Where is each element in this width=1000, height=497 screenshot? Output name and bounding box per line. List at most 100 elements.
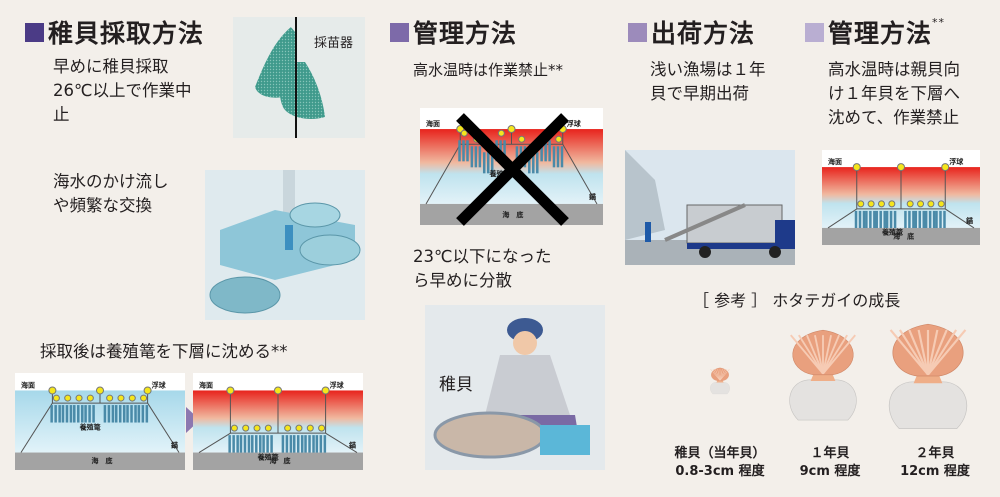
mesh-bag-icon [255, 17, 325, 138]
cage-icon [228, 435, 231, 453]
float-icon [941, 163, 950, 172]
rib [798, 334, 824, 375]
cage-icon [122, 405, 126, 423]
float-icon [52, 394, 60, 402]
hinge [913, 374, 943, 384]
hinge [810, 373, 836, 382]
cage-icon [54, 405, 57, 423]
cage-icon [50, 405, 53, 423]
cage-icon [462, 140, 465, 162]
cage-icon [308, 435, 311, 453]
rib [719, 369, 725, 381]
float-icon [264, 424, 272, 432]
cage-icon [319, 435, 323, 453]
seed-collector-image: 採苗器 [233, 17, 365, 138]
label-surface: 海面 [828, 157, 842, 166]
scallop-shell-icon [888, 323, 968, 429]
label-cage: 養殖篭 [79, 422, 101, 431]
cage-icon [482, 152, 486, 174]
label-anchor: 錨 [589, 192, 596, 201]
float-icon [927, 200, 935, 208]
lower-valve [789, 379, 857, 421]
truck-icon [625, 150, 795, 265]
diagram-cages-upper: 海面浮球養殖篭海 底錨 [15, 373, 185, 474]
cage-icon [889, 210, 893, 228]
cage-icon [84, 405, 87, 423]
cage-icon [908, 210, 911, 228]
rib [715, 369, 721, 381]
rib [710, 369, 721, 381]
float-icon [86, 394, 94, 402]
label-surface: 海面 [426, 119, 440, 128]
cage-icon [560, 146, 564, 168]
note-no-work-hot: 高水温時は作業禁止** [413, 61, 564, 79]
cage-icon [247, 435, 251, 453]
cage-icon [251, 435, 254, 453]
rib [822, 334, 848, 375]
cage-icon [289, 435, 293, 453]
cage-icon [137, 405, 141, 423]
rib [908, 329, 929, 376]
cage-icon [312, 435, 315, 453]
cage-icon [266, 435, 269, 453]
note-early-shipping: 浅い漁場は１年 貝で早期出荷 [650, 60, 766, 103]
cage-icon [924, 210, 928, 228]
float-icon [937, 200, 945, 208]
rib [927, 329, 957, 376]
cage-icon [270, 435, 273, 453]
cage-icon [914, 210, 918, 228]
cage-icon [300, 435, 304, 453]
float-icon [242, 424, 250, 432]
sea-floor [193, 452, 363, 470]
cage-icon [81, 405, 84, 423]
sea-diagram-svg: 海面浮球養殖篭海 底錨 [15, 373, 185, 470]
cage-icon [243, 435, 247, 453]
float-icon [226, 386, 235, 395]
cage-icon [126, 405, 129, 423]
float-icon [274, 386, 282, 395]
float-icon [507, 125, 516, 134]
rib [927, 329, 967, 376]
cage-icon [928, 210, 932, 228]
label-bottom: 海 底 [92, 456, 113, 465]
collector-label: 採苗器 [314, 36, 354, 51]
rib [889, 329, 929, 376]
section-title: 出荷方法 [651, 19, 756, 48]
float-icon [318, 424, 326, 432]
cage-icon [939, 210, 942, 228]
note-early-collection: 早めに稚貝採取 26℃以上で作業中 止 [53, 57, 192, 124]
cage-icon [255, 435, 258, 453]
cage-icon [134, 405, 137, 423]
section-header-shipping: 出荷方法 [628, 14, 755, 50]
label-bottom: 海 底 [893, 231, 914, 240]
stage-size: 0.8-3cm 程度 [675, 464, 765, 479]
cage-icon [466, 140, 469, 162]
cage-icon [259, 435, 262, 453]
cage-icon [548, 140, 551, 162]
section-title: 管理方法 [413, 19, 518, 48]
float-icon [877, 200, 885, 208]
cage-icon [262, 435, 265, 453]
float-icon [917, 200, 925, 208]
sea-floor [15, 452, 185, 470]
label-surface: 海面 [21, 380, 35, 389]
cage-icon [883, 210, 886, 228]
sea-floor [822, 227, 980, 245]
rib [822, 334, 856, 375]
label-cage: 養殖篭 [881, 228, 903, 237]
rib [822, 334, 840, 374]
rib [927, 329, 948, 376]
note-sink-cages: 採取後は養殖篭を下層に沈める** [40, 342, 288, 361]
anchor-rope [425, 144, 461, 205]
water-tank-image [205, 170, 365, 320]
rib [899, 329, 929, 376]
cage-icon [904, 210, 907, 228]
bullet-square-icon [628, 22, 647, 42]
tank-icon [209, 170, 361, 314]
cage-icon [528, 152, 531, 174]
footnote-mark: ** [932, 16, 946, 29]
cage-icon [873, 210, 876, 228]
label-anchor: 錨 [349, 441, 356, 450]
